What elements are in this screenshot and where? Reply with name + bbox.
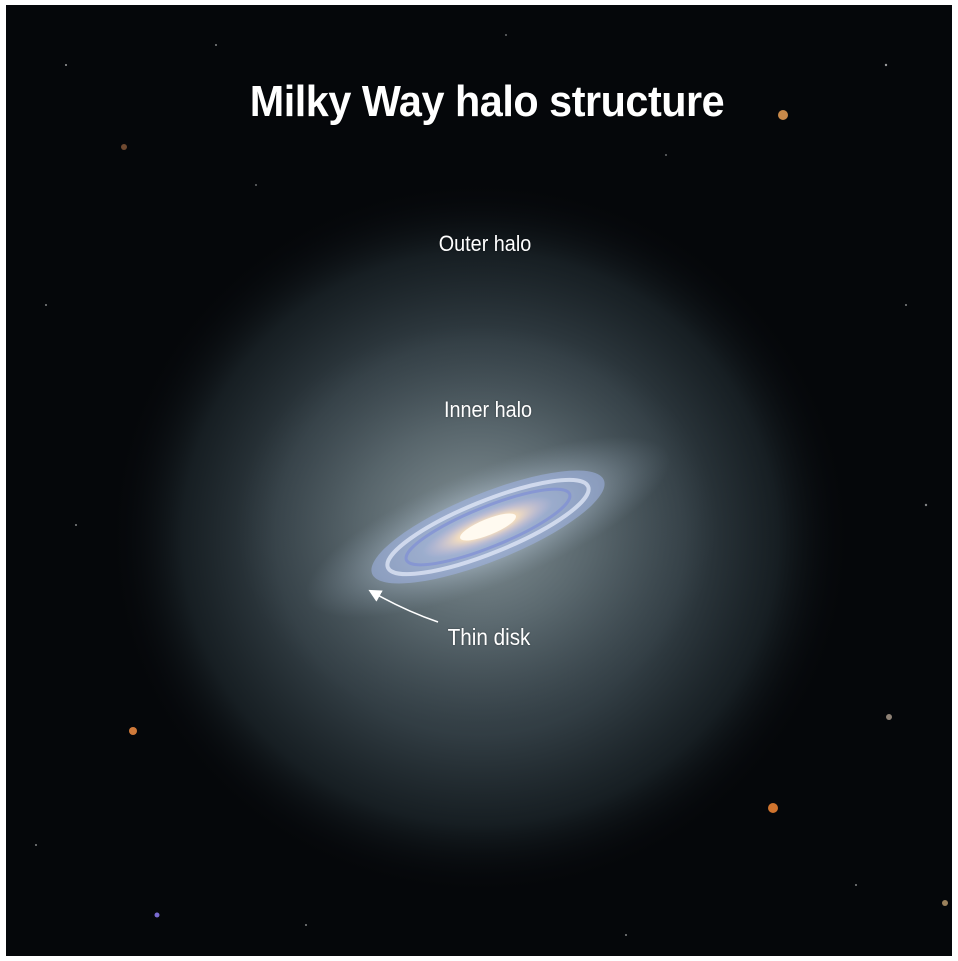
space-background: Milky Way halo structure Outer halo Inne… — [6, 5, 952, 956]
diagram-title: Milky Way halo structure — [249, 77, 725, 126]
thin-disk-pointer-arrow — [368, 589, 439, 623]
star-field — [35, 34, 948, 936]
outer-halo-label: Outer halo — [438, 231, 532, 256]
thin-disk — [305, 436, 671, 618]
halo-illustration — [35, 34, 948, 936]
inner-halo-label: Inner halo — [443, 397, 533, 422]
thin-disk-label: Thin disk — [447, 624, 531, 650]
